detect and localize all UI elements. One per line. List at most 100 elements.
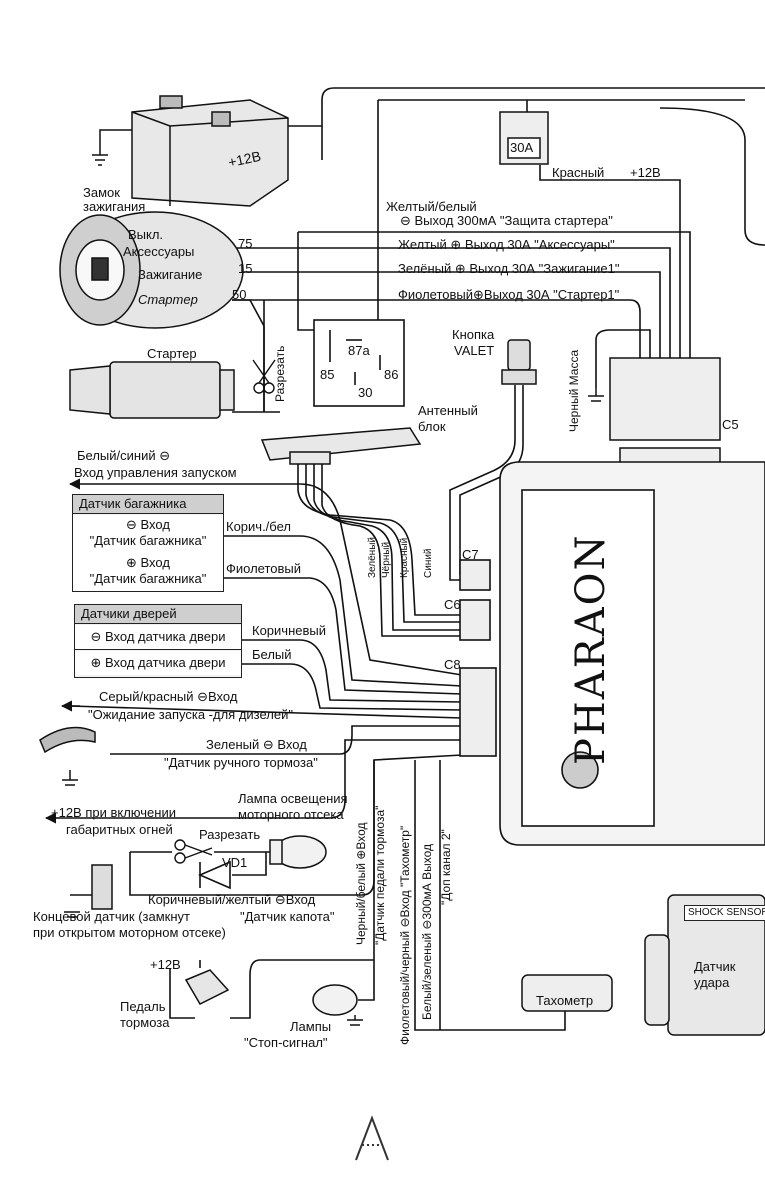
brake-plus: +12В (150, 957, 181, 972)
trunk-row-neg: ⊖ Вход "Датчик багажника" (73, 515, 223, 554)
power-wire-color: Красный (552, 165, 605, 180)
brand-logo-small (355, 1115, 389, 1161)
antenna-label-1: Антенный (418, 403, 478, 418)
antenna-wire-red: Красный (399, 537, 410, 578)
diesel-line2: "Ожидание запуска -для дизелей" (88, 707, 293, 722)
parking-line2: габаритных огней (66, 822, 173, 837)
trunk-row-neg-a: ⊖ Вход (126, 517, 170, 532)
door-wire-2: Белый (252, 647, 292, 662)
c6-label: C6 (444, 597, 461, 612)
brand-text: PHARAON (568, 533, 614, 765)
relay-pin-30: 30 (358, 385, 373, 400)
brake-lamps-2: "Стоп-сигнал" (244, 1035, 328, 1050)
antenna-wire-black: Чёрный (381, 541, 392, 578)
shock-badge: SHOCK SENSOR (684, 905, 765, 921)
brake-lamp (312, 984, 358, 1016)
terminal-75: 75 (238, 236, 253, 251)
power-wire-voltage: +12В (630, 165, 661, 180)
trunk-sensor-box: Датчик багажника ⊖ Вход "Датчик багажник… (72, 494, 224, 592)
brake-lamps-1: Лампы (290, 1019, 332, 1034)
parking-line1: +12В при включении (51, 805, 176, 820)
brake-pedal-1: Педаль (120, 999, 166, 1014)
trunk-wire-2: Фиолетовый (226, 561, 302, 576)
vwire-tacho: Фиолетовый/черный ⊖Вход "Тахометр" (398, 825, 412, 1045)
hood-input-line1: Коричневый/желтый ⊖Вход (148, 892, 316, 907)
antenna-wire-green: Зелёный (367, 537, 378, 578)
shock-sensor (644, 894, 765, 1036)
start-control-line2: Вход управления запуском (74, 465, 237, 480)
shock-label-1: Датчик (694, 959, 736, 974)
wire-yellow: Желтый ⊕ Выход 30А "Аксессуары" (398, 237, 615, 252)
handbrake-line1: Зеленый ⊖ Вход (206, 737, 307, 752)
door-row-neg: ⊖ Вход датчика двери (75, 625, 241, 650)
trunk-wire-1: Корич./бел (226, 519, 291, 534)
ignition-pos-off: Выкл. (128, 227, 164, 242)
door-box-title: Датчики дверей (75, 605, 241, 624)
brake-pedal-2: тормоза (120, 1015, 170, 1030)
main-unit (459, 461, 765, 846)
fuse-label: 30А (510, 140, 534, 155)
hood-lamp-line1: Лампа освещения (238, 791, 348, 806)
ignition-pos-acc: Аксессуары (123, 244, 195, 259)
antenna-label-2: блок (418, 419, 446, 434)
valet-button (501, 339, 537, 385)
terminal-15: 15 (238, 261, 253, 276)
c8-label: C8 (444, 657, 461, 672)
trunk-row-pos-a: ⊕ Вход (126, 555, 170, 570)
starter-label: Стартер (147, 346, 197, 361)
hood-lamp-line2: моторного отсека (238, 807, 344, 822)
hood-switch (64, 864, 113, 918)
vwire-aux-1: Белый/зеленый ⊖300мА Выход (420, 844, 434, 1020)
tacho-label: Тахометр (536, 993, 594, 1008)
handbrake-line2: "Датчик ручного тормоза" (164, 755, 318, 770)
diode-label: VD1 (222, 855, 248, 870)
trunk-row-neg-b: "Датчик багажника" (89, 533, 207, 548)
diode-vd1 (197, 860, 231, 890)
wire-yellow-white-desc: ⊖ Выход 300мА "Защита стартера" (400, 213, 613, 228)
door-wire-1: Коричневый (252, 623, 326, 638)
valet-label-1: Кнопка (452, 327, 495, 342)
ignition-title: Замок зажигания (83, 185, 146, 214)
vwire-brake-2: "Датчик педали тормоза" (373, 805, 387, 945)
fuse-30a (499, 111, 549, 165)
trunk-row-pos-b: "Датчик багажника" (89, 571, 207, 586)
door-sensor-box: Датчики дверей ⊖ Вход датчика двери ⊕ Вх… (74, 604, 242, 678)
black-ground-label: Черный Масса (567, 349, 581, 432)
shock-label-2: удара (694, 975, 730, 990)
wire-violet: Фиолетовый⊕Выход 30А "Стартер1" (398, 287, 620, 302)
hood-switch-line2: при открытом моторном отсеке) (33, 925, 226, 940)
cut-label-hood: Разрезать (199, 827, 261, 842)
valet-label-2: VALET (454, 343, 495, 358)
relay-pin-87a: 87а (348, 343, 370, 358)
relay-pin-86: 86 (384, 367, 399, 382)
wire-yellow-white: Желтый/белый (386, 199, 477, 214)
ignition-pos-ign: Зажигание (138, 267, 203, 282)
starter-motor (69, 361, 235, 419)
hood-input-line2: "Датчик капота" (240, 909, 335, 924)
start-control-line1: Белый/синий ⊖ (77, 448, 171, 463)
door-row-pos: ⊕ Вход датчика двери (75, 651, 241, 675)
ignition-lock (59, 211, 244, 329)
battery (92, 95, 289, 207)
terminal-50: 50 (232, 287, 247, 302)
trunk-row-pos: ⊕ Вход "Датчик багажника" (73, 553, 223, 591)
tachometer (521, 974, 613, 1012)
diesel-line1: Серый/красный ⊖Вход (99, 689, 238, 704)
ignition-pos-start: Стартер (138, 292, 198, 307)
antenna-wire-blue: Синий (423, 548, 434, 578)
relay-pin-85: 85 (320, 367, 335, 382)
cut-label-starter: Разрезать (273, 345, 287, 402)
brake-pedal (184, 969, 230, 1005)
trunk-box-title: Датчик багажника (73, 495, 223, 514)
c5-label: C5 (722, 417, 739, 432)
wire-green: Зелёный ⊕ Выход 30А "Зажигание1" (398, 261, 620, 276)
scissors-icon (174, 359, 276, 864)
antenna-block (260, 427, 422, 465)
c7-label: C7 (462, 547, 479, 562)
hood-switch-line1: Концевой датчик (замкнут (33, 909, 190, 924)
handbrake-lever (39, 726, 96, 754)
hood-lamp (269, 835, 327, 869)
vwire-aux-2: "Доп канал 2" (439, 829, 453, 905)
vwire-brake-1: Черный/белый ⊕Вход (354, 822, 368, 945)
